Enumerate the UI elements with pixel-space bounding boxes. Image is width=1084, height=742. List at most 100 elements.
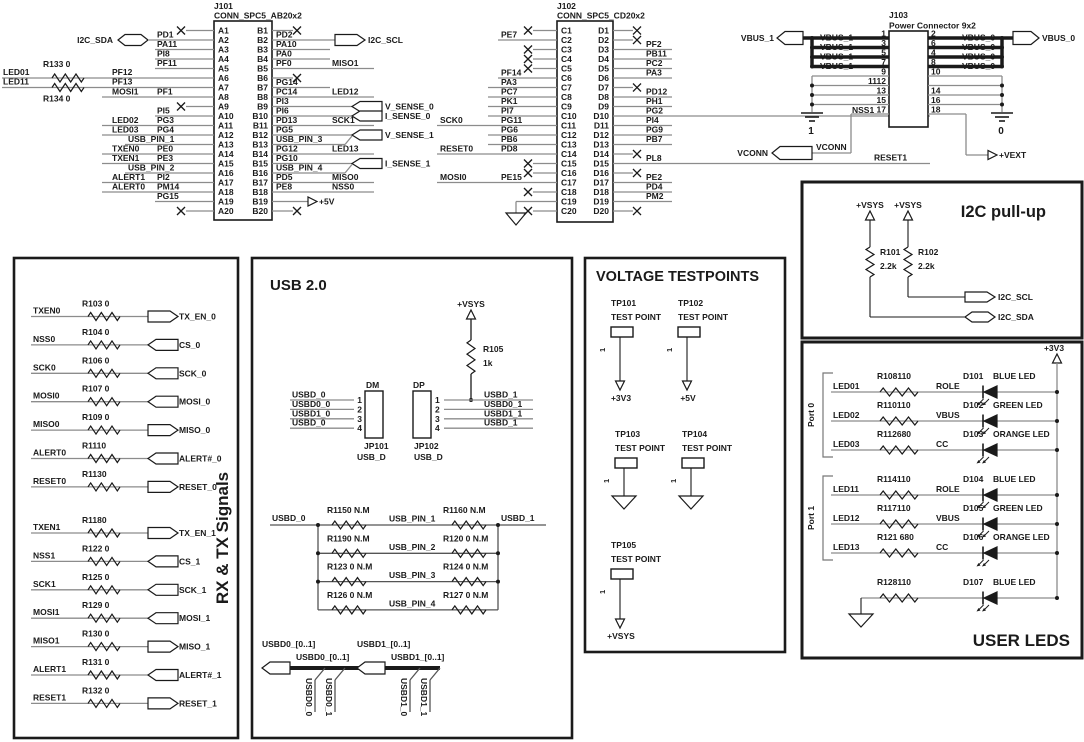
resistor-label: R131 0 bbox=[82, 657, 110, 667]
wire bbox=[409, 667, 421, 681]
junction-dot bbox=[1055, 596, 1059, 600]
net-label: USB_PIN_4 bbox=[389, 598, 436, 608]
resistor-icon bbox=[87, 425, 121, 436]
power-label: +VSYS bbox=[856, 200, 884, 210]
pin-number: C12 bbox=[561, 130, 577, 140]
junction-dot bbox=[316, 551, 320, 556]
resistor-label: R110110 bbox=[877, 400, 911, 410]
pin-number: A18 bbox=[218, 187, 234, 197]
port-label: SCK_0 bbox=[179, 368, 207, 378]
diode-ref: D102 bbox=[963, 400, 984, 410]
leds-box bbox=[800, 340, 1084, 660]
pin-number: 9 bbox=[881, 67, 886, 77]
no-connect-icon bbox=[523, 54, 533, 64]
resistor-label: R106 0 bbox=[82, 355, 110, 365]
pin-number: C10 bbox=[561, 111, 577, 121]
net-label: USB_PIN_2 bbox=[128, 163, 175, 173]
port-out-icon bbox=[1012, 30, 1040, 46]
pin-number: B19 bbox=[252, 197, 268, 207]
resistor-label: R128110 bbox=[877, 577, 911, 587]
port-out-icon bbox=[147, 526, 180, 540]
resistor-label: R121 680 bbox=[877, 532, 914, 542]
pin-number: A2 bbox=[218, 35, 229, 45]
resistor-icon bbox=[87, 339, 121, 350]
pin-number: A10 bbox=[218, 111, 234, 121]
net-label: PE3 bbox=[157, 153, 173, 163]
resistor-label: 1k bbox=[483, 358, 493, 368]
port-in-icon bbox=[350, 100, 383, 113]
resistor-icon bbox=[51, 82, 85, 93]
net-label: USBD_0 bbox=[292, 418, 326, 428]
pin-number: C3 bbox=[561, 45, 572, 55]
pin-number: A11 bbox=[218, 121, 233, 131]
pin-number: B10 bbox=[252, 111, 268, 121]
net-label: PC14 bbox=[276, 87, 298, 97]
jp101-body bbox=[364, 390, 384, 439]
j101-ref: J101 bbox=[214, 1, 233, 11]
pin-number: C6 bbox=[561, 73, 572, 83]
pin-number: 2 bbox=[931, 29, 936, 39]
resistor-icon bbox=[87, 368, 121, 379]
resistor-icon bbox=[87, 584, 121, 595]
net-label: PI8 bbox=[157, 49, 170, 59]
power-down-icon bbox=[614, 380, 626, 392]
junction-dot bbox=[810, 93, 814, 97]
net-label: TXEN0 bbox=[112, 144, 140, 154]
net-label: PB7 bbox=[646, 134, 663, 144]
junction-dot bbox=[496, 523, 500, 527]
wire bbox=[334, 667, 346, 681]
port-in-icon bbox=[350, 157, 383, 170]
led-icon bbox=[982, 414, 998, 428]
net-label: PD5 bbox=[276, 172, 293, 182]
ground-label: 1 bbox=[808, 126, 814, 137]
power-label: +3V3 bbox=[611, 393, 631, 403]
resistor-icon bbox=[879, 519, 919, 529]
power-label: +5V bbox=[319, 197, 335, 207]
resistor-label: R1160 N.M bbox=[443, 505, 486, 515]
port-in-icon bbox=[146, 668, 179, 682]
pin-number: C2 bbox=[561, 35, 572, 45]
no-connect-icon bbox=[176, 206, 186, 216]
net-label: RESET1 bbox=[874, 153, 907, 163]
pin-number: D14 bbox=[593, 149, 609, 159]
pin-number: C9 bbox=[561, 102, 572, 112]
port-label: SCK_1 bbox=[179, 585, 207, 595]
port-in-icon bbox=[261, 661, 291, 675]
pin-number: B6 bbox=[257, 73, 268, 83]
pin-number: C15 bbox=[561, 159, 577, 169]
ground-label: 0 bbox=[998, 126, 1004, 137]
net-label: PA11 bbox=[157, 39, 177, 49]
resistor-label: R132 0 bbox=[82, 685, 110, 695]
pin-number: B7 bbox=[257, 83, 268, 93]
no-connect-icon bbox=[523, 168, 533, 178]
port-in-icon bbox=[146, 612, 179, 625]
net-label: USB_PIN_2 bbox=[389, 542, 436, 552]
function-label: VBUS bbox=[936, 410, 960, 420]
pin-number: 16 bbox=[931, 95, 941, 105]
testpoint-pad bbox=[610, 568, 634, 580]
port-out-icon bbox=[964, 291, 997, 303]
net-label: PE7 bbox=[501, 30, 517, 40]
pin-number: C17 bbox=[561, 178, 577, 188]
port-label: V_SENSE_1 bbox=[385, 130, 434, 140]
net-label: PD1 bbox=[157, 30, 174, 40]
no-connect-icon bbox=[523, 26, 533, 35]
resistor-label: R1150 N.M bbox=[327, 505, 370, 515]
net-label: PI6 bbox=[276, 106, 289, 116]
pin-number: B9 bbox=[257, 102, 268, 112]
pin-number: C5 bbox=[561, 64, 572, 74]
resistor-icon bbox=[864, 246, 876, 278]
led-icon bbox=[982, 385, 998, 399]
pin-number: C13 bbox=[561, 140, 577, 150]
pin-number: D3 bbox=[598, 45, 609, 55]
port-label: VBUS_1 bbox=[741, 33, 774, 43]
power-label: +3V3 bbox=[1044, 343, 1064, 353]
resistor-label: R125 0 bbox=[82, 572, 110, 582]
resistor-icon bbox=[87, 396, 121, 407]
resistor-icon bbox=[451, 576, 487, 587]
resistor-icon bbox=[87, 311, 121, 322]
port-label: I2C_SDA bbox=[998, 312, 1034, 322]
pin-number: C1 bbox=[561, 26, 572, 36]
led-light-arrow bbox=[982, 460, 986, 464]
junction-dot bbox=[810, 83, 814, 88]
